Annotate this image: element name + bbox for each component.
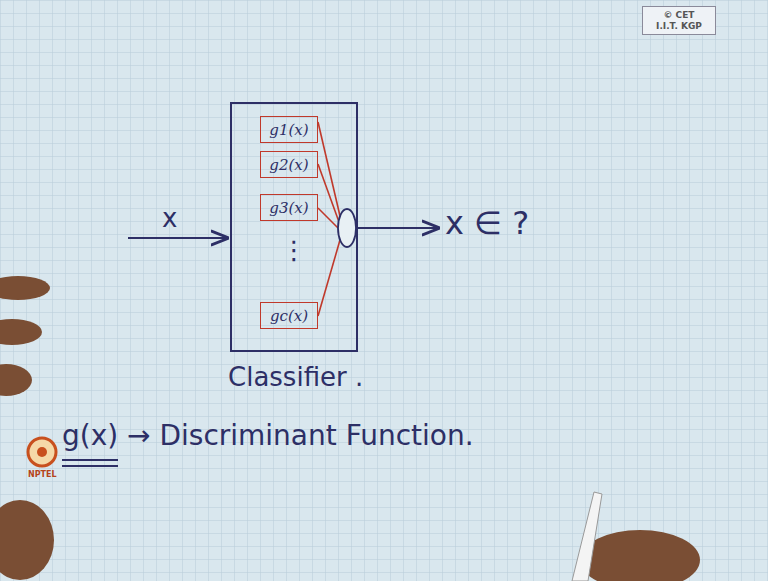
function-label: gc(x) [270,307,308,325]
underline [62,459,118,461]
underline [62,465,118,467]
function-label: g3(x) [269,199,308,217]
classifier-box: Classifier .g1(x)g2(x)g3(x)gc(x) [230,102,358,352]
output-question: x ∈ ? [445,205,529,242]
input-arrow [128,237,227,239]
function-box: g3(x) [260,194,318,221]
nptel-logo [28,438,56,466]
pen [572,492,602,581]
definition-note: g(x) → Discriminant Function. [62,420,474,452]
combiner-oval [338,209,356,247]
function-label: g2(x) [269,156,308,174]
output-arrow [357,227,438,229]
combining-lines [318,122,340,316]
ellipsis-dots: ⋮ [281,236,307,266]
function-label: g1(x) [269,121,308,139]
function-box: g2(x) [260,151,318,178]
box-heading: Classifier . [228,362,363,392]
input-variable: x [162,204,177,234]
function-box: gc(x) [260,302,318,329]
function-box: g1(x) [260,116,318,143]
stamp-text: © CET I.I.T. KGP [653,10,705,31]
copyright-stamp: © CET I.I.T. KGP [642,6,716,35]
logo-text: NPTEL [28,470,57,479]
hand [0,276,700,581]
